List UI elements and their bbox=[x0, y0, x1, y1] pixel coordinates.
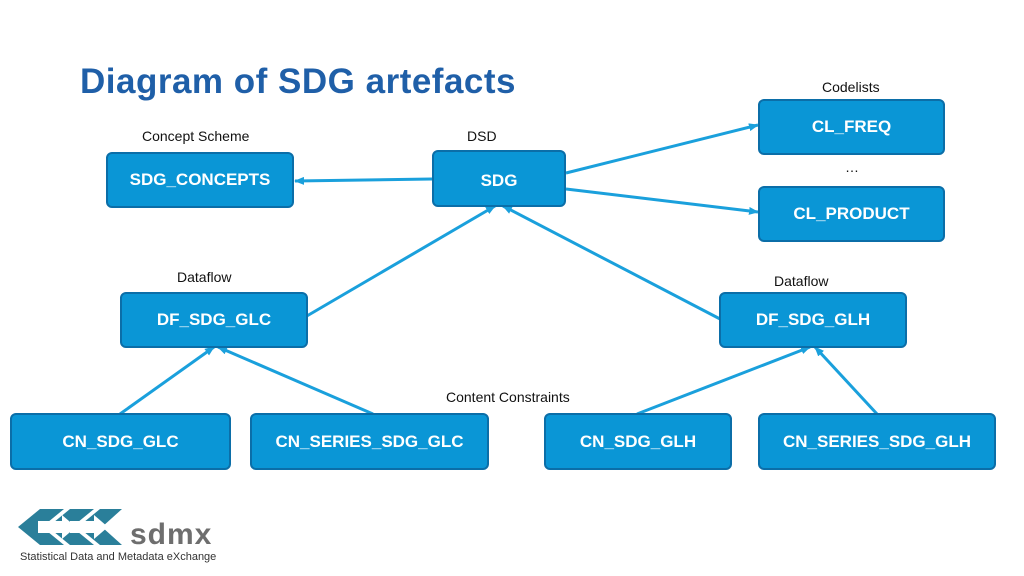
arrow-df-glc-to-sdg bbox=[299, 204, 496, 322]
arrow-sdg-to-cl-freq bbox=[565, 123, 759, 175]
sdmx-tagline: Statistical Data and Metadata eXchange bbox=[20, 551, 217, 563]
content-constraints-label: Content Constraints bbox=[446, 389, 570, 405]
concept-scheme-label: Concept Scheme bbox=[142, 128, 250, 144]
arrow-cn-glh-to-df-glh bbox=[636, 345, 811, 416]
codelists-label: Codelists bbox=[822, 79, 880, 95]
arrow-cn-series-glh-to-df-glh bbox=[813, 345, 879, 416]
arrow-df-glh-to-sdg bbox=[502, 204, 723, 322]
node-cn-series-sdg-glh[interactable]: CN_SERIES_SDG_GLH bbox=[758, 413, 996, 470]
dsd-label: DSD bbox=[467, 128, 497, 144]
sdmx-wordmark: sdmx bbox=[130, 518, 213, 551]
node-sdg[interactable]: SDG bbox=[432, 150, 566, 207]
node-df-sdg-glc[interactable]: DF_SDG_GLC bbox=[120, 292, 308, 348]
dataflow-label-left: Dataflow bbox=[177, 269, 232, 285]
page-title: Diagram of SDG artefacts bbox=[80, 62, 517, 101]
node-cl-freq[interactable]: CL_FREQ bbox=[758, 99, 945, 155]
arrow-cn-series-glc-to-df-glc bbox=[217, 345, 374, 416]
arrow-cn-glc-to-df-glc bbox=[119, 345, 215, 416]
node-cl-product[interactable]: CL_PRODUCT bbox=[758, 186, 945, 242]
arrow-sdg-to-cl-product bbox=[565, 187, 759, 215]
node-cn-sdg-glh[interactable]: CN_SDG_GLH bbox=[544, 413, 732, 470]
node-cn-series-sdg-glc[interactable]: CN_SERIES_SDG_GLC bbox=[250, 413, 489, 470]
ellipsis-label: … bbox=[845, 159, 859, 175]
arrow-sdg-to-sdg-concepts bbox=[294, 176, 433, 185]
node-sdg-concepts[interactable]: SDG_CONCEPTS bbox=[106, 152, 294, 208]
dataflow-label-right: Dataflow bbox=[774, 273, 829, 289]
node-df-sdg-glh[interactable]: DF_SDG_GLH bbox=[719, 292, 907, 348]
sdmx-logo-icon bbox=[18, 509, 122, 545]
node-cn-sdg-glc[interactable]: CN_SDG_GLC bbox=[10, 413, 231, 470]
